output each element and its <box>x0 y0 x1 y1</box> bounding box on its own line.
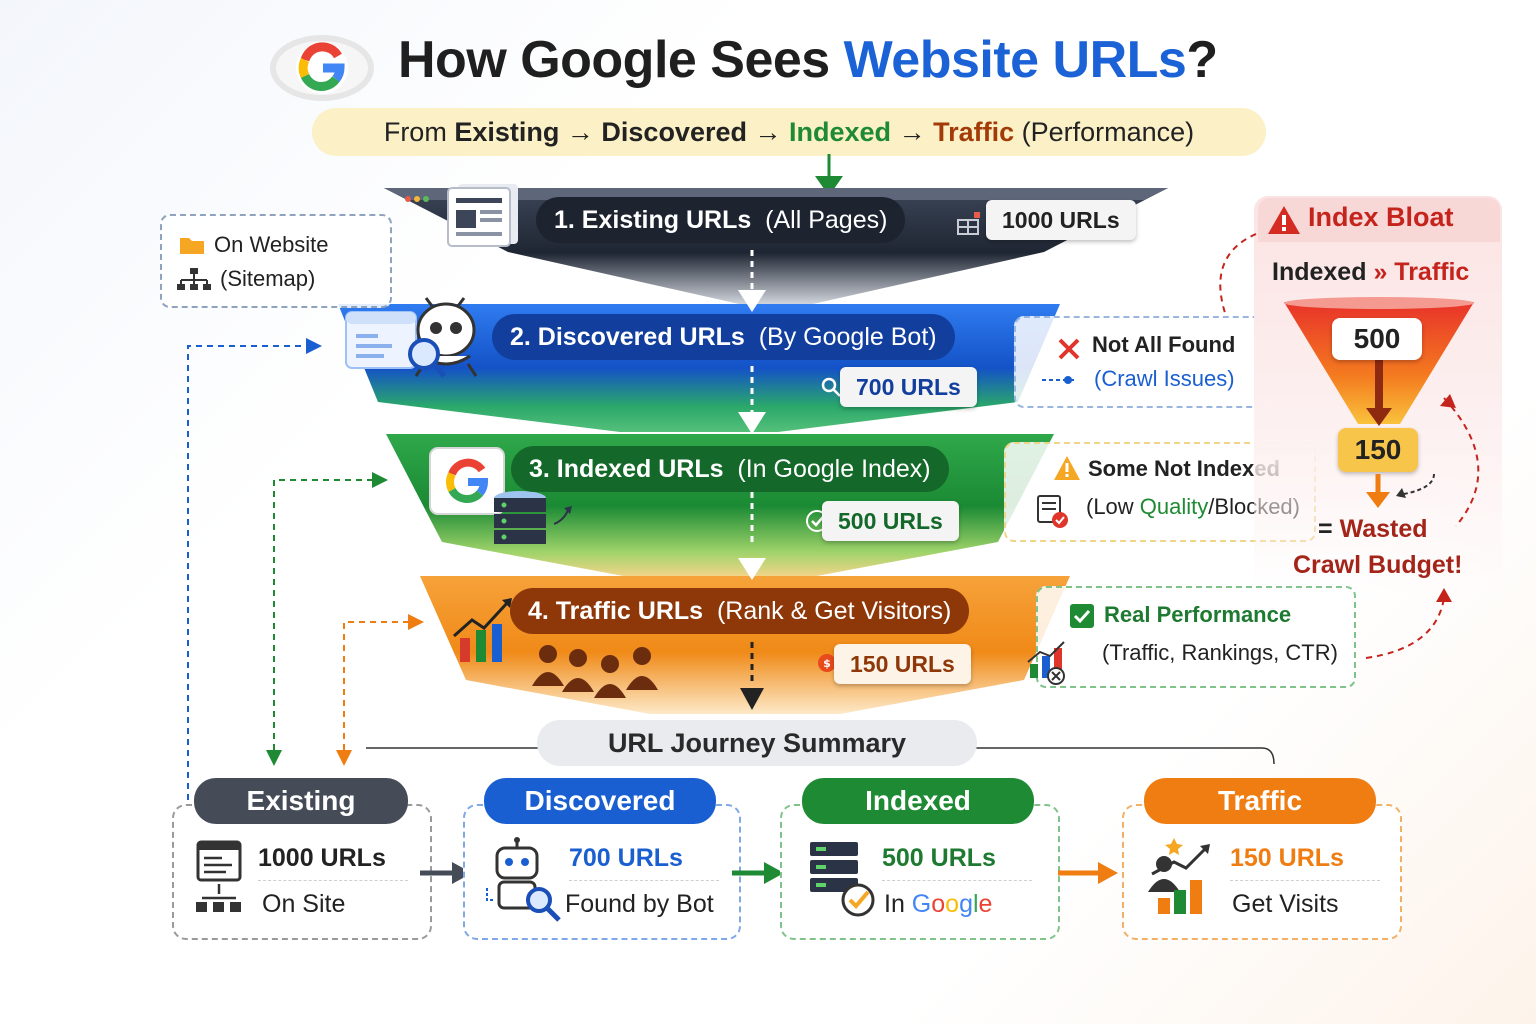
card-traffic-value: 150 URLs <box>1230 844 1344 872</box>
note-website-title: On Website <box>214 232 329 257</box>
warning-icon <box>1054 456 1080 480</box>
flow-arrows <box>738 250 766 710</box>
browser-window-icon <box>345 311 417 369</box>
stage-label-discovered: 2. Discovered URLs (By Google Bot) <box>492 314 955 360</box>
note-not-found-sub: (Crawl Issues) <box>1094 366 1235 391</box>
note-performance-sub: (Traffic, Rankings, CTR) <box>1102 640 1338 665</box>
card-discovered-value: 700 URLs <box>569 844 683 872</box>
card-existing-value: 1000 URLs <box>258 844 386 872</box>
summary-tab-discovered: Discovered <box>484 778 716 824</box>
bloat-funnel-graphic <box>1284 297 1474 426</box>
count-badge-existing: 1000 URLs <box>986 200 1136 240</box>
google-g-icon <box>429 447 505 515</box>
card-indexed-value: 500 URLs <box>882 844 996 872</box>
right-arrow-icon <box>420 862 472 884</box>
visits-growth-icon <box>1148 838 1210 914</box>
right-arrow-icon <box>732 862 784 884</box>
document-page-icon <box>447 184 518 247</box>
card-existing-desc: On Site <box>262 890 346 918</box>
note-not-found-title: Not All Found <box>1092 332 1236 357</box>
google-bot-icon <box>408 297 478 378</box>
warning-icon <box>1268 206 1300 234</box>
stage-label-existing: 1. Existing URLs (All Pages) <box>536 197 906 243</box>
note-on-website: On Website (Sitemap) <box>160 214 392 308</box>
stage-label-indexed: 3. Indexed URLs (In Google Index) <box>511 446 949 492</box>
note-not-indexed-title: Some Not Indexed <box>1088 456 1280 481</box>
note-not-indexed-sub-a: (Low <box>1086 494 1140 519</box>
summary-bracket-line <box>366 747 1275 765</box>
index-bloat-header <box>1258 198 1500 242</box>
sitemap-grid-icon <box>957 212 980 235</box>
down-arrow-icon <box>815 154 843 196</box>
page-title: How Google Sees Website URLs? <box>398 31 1218 89</box>
bloat-result-line1: = Wasted <box>1318 515 1428 543</box>
document-error-icon <box>1037 495 1068 528</box>
svg-text:$: $ <box>823 657 831 670</box>
google-eye-logo <box>270 35 374 101</box>
summary-card-indexed: 500 URLs In Google <box>780 804 1060 940</box>
connector-lines <box>187 338 424 800</box>
count-badge-discovered: 700 URLs <box>840 367 977 407</box>
note-not-indexed-quality: Quality <box>1139 494 1209 519</box>
website-sitemap-icon <box>196 840 242 912</box>
count-badge-traffic: 150 URLs <box>834 644 971 684</box>
card-discovered-desc: Found by Bot <box>565 890 714 918</box>
note-real-performance: Real Performance (Traffic, Rankings, CTR… <box>1027 586 1356 688</box>
stage-label-traffic: 4. Traffic URLs (Rank & Get Visitors) <box>510 588 970 634</box>
cross-icon <box>1058 338 1080 360</box>
sitemap-tree-icon <box>177 268 211 290</box>
subtitle-banner: From Existing → Discovered → Indexed → T… <box>312 108 1266 156</box>
summary-card-existing: 1000 URLs On Site <box>172 804 432 940</box>
bloat-top-value: 500 <box>1332 318 1422 360</box>
coin-icon: $ <box>818 654 836 672</box>
note-website-sub: (Sitemap) <box>220 266 316 291</box>
summary-title: URL Journey Summary <box>537 720 977 766</box>
note-some-not-indexed: Some Not Indexed (Low Quality/Blocked) <box>1004 442 1316 542</box>
summary-card-discovered: 700 URLs Found by Bot <box>463 804 741 940</box>
magnifier-icon <box>821 377 841 397</box>
summary-tab-existing: Existing <box>194 778 408 824</box>
growth-chart-icon <box>453 598 512 662</box>
bloat-connector-lines <box>1219 233 1480 659</box>
down-arrow-icon <box>1366 473 1435 508</box>
card-indexed-desc: In Google <box>884 890 993 918</box>
server-check-icon <box>810 842 875 917</box>
summary-card-traffic: 150 URLs Get Visits <box>1122 804 1402 940</box>
window-dots-icon <box>405 196 429 202</box>
note-not-all-found: Not All Found (Crawl Issues) <box>1014 316 1272 408</box>
bloat-bottom-value: 150 <box>1338 428 1418 472</box>
note-performance-title: Real Performance <box>1104 602 1292 627</box>
google-wordmark: Google <box>911 890 993 918</box>
broken-link-icon <box>1042 376 1076 384</box>
index-bloat-title: Index Bloat <box>1308 202 1454 232</box>
summary-tab-indexed: Indexed <box>802 778 1034 824</box>
bloat-result-line2: Crawl Budget! <box>1293 551 1463 579</box>
right-arrow-icon <box>1058 862 1118 884</box>
database-server-icon <box>494 491 572 544</box>
summary-tab-traffic: Traffic <box>1144 778 1376 824</box>
count-badge-indexed: 500 URLs <box>822 501 959 541</box>
checkbox-checked-icon <box>1070 604 1094 628</box>
index-bloat-subtitle: Indexed » Traffic <box>1272 258 1470 286</box>
chart-cancel-icon <box>1027 641 1065 685</box>
card-traffic-desc: Get Visits <box>1232 890 1339 918</box>
bot-search-icon <box>486 837 561 922</box>
folder-icon <box>180 238 204 254</box>
visitors-group-icon <box>532 645 658 698</box>
